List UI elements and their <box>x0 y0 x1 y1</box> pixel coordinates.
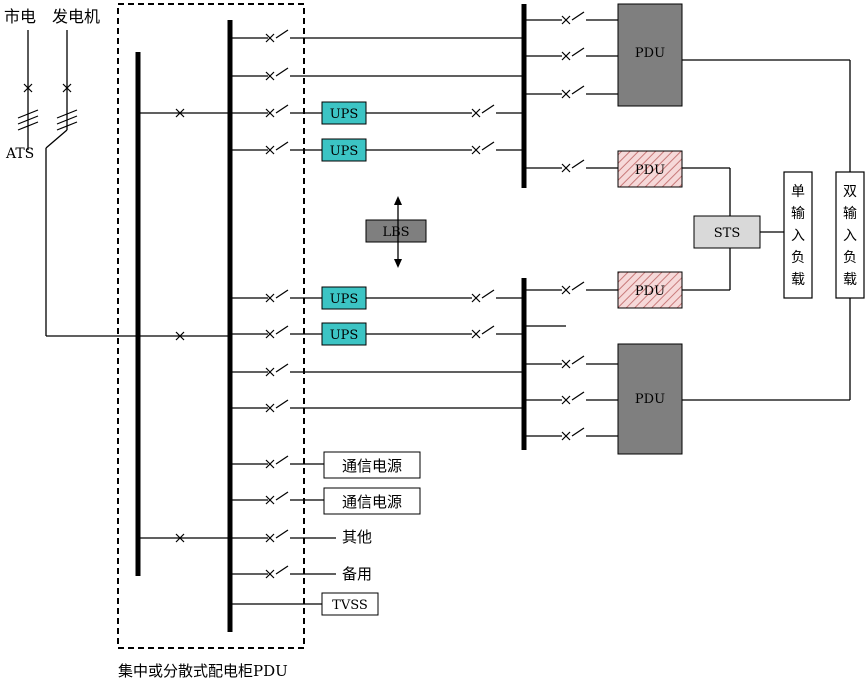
lbs-label: LBS <box>382 225 409 240</box>
arrow-down-icon <box>394 259 402 268</box>
spare-branch-label: 备用 <box>342 565 372 583</box>
telecom-power-1: 通信电源 <box>323 451 421 479</box>
ats-label: ATS <box>5 146 34 162</box>
generator-source: 发电机 <box>52 7 100 26</box>
breaker-icon <box>265 325 289 339</box>
ups-label: UPS <box>330 328 359 343</box>
breaker-icon <box>265 491 289 505</box>
other-branch-label: 其他 <box>342 528 372 546</box>
ups-label: UPS <box>330 292 359 307</box>
pdu-lower-hatched-label: PDU <box>635 284 665 299</box>
pdu-lower: PDU <box>617 343 683 455</box>
breaker-icon <box>265 104 289 118</box>
breaker-icon <box>265 529 289 543</box>
ups-label: UPS <box>330 107 359 122</box>
breaker-icon <box>265 399 289 413</box>
breaker-icon <box>561 11 585 25</box>
breaker-icon <box>265 455 289 469</box>
single-input-load: 单输入负载 <box>783 171 813 299</box>
single-input-load-label: 单输入负载 <box>791 184 805 288</box>
cabinet-caption: 集中或分散式配电柜PDU <box>118 662 288 680</box>
dual-input-load: 双输入负载 <box>682 59 865 401</box>
feeder-breakers <box>230 11 618 605</box>
ups-box: UPS <box>321 138 367 162</box>
pdu-lower-label: PDU <box>635 392 665 407</box>
breaker-icon <box>561 47 585 61</box>
breaker-icon <box>561 355 585 369</box>
ups-box: UPS <box>321 101 367 125</box>
ups-box: UPS <box>321 286 367 310</box>
breaker-icon <box>561 159 585 173</box>
bus-tie-breakers <box>138 108 230 543</box>
lbs-switch: LBS <box>365 196 427 268</box>
breaker-icon <box>561 427 585 441</box>
breaker-icon <box>265 363 289 377</box>
breaker-icon <box>265 67 289 81</box>
generator-label: 发电机 <box>52 7 100 26</box>
pdu-upper-label: PDU <box>635 46 665 61</box>
pdu-upper-hatched: PDU <box>617 150 683 188</box>
pdu-upper: PDU <box>617 3 683 107</box>
breaker-icon <box>265 29 289 43</box>
pdu-upper-hatched-label: PDU <box>635 163 665 178</box>
ats-switch: ATS <box>5 30 138 337</box>
dual-input-load-label: 双输入负载 <box>843 184 857 288</box>
sts-label: STS <box>714 226 740 241</box>
distribution-cabinet: 集中或分散式配电柜PDU <box>117 3 305 680</box>
breaker-icon <box>561 391 585 405</box>
utility-source: 市电 <box>4 7 36 26</box>
arrow-up-icon <box>394 196 402 205</box>
telecom-power-2: 通信电源 <box>323 487 421 515</box>
breaker-icon <box>471 325 495 339</box>
breaker-icon <box>265 565 289 579</box>
breaker-icon <box>471 104 495 118</box>
breaker-icon <box>471 289 495 303</box>
ups-label: UPS <box>330 144 359 159</box>
ups-box: UPS <box>321 322 367 346</box>
tvss-device: TVSS <box>321 592 379 616</box>
tvss-label: TVSS <box>332 598 368 613</box>
breaker-icon <box>561 85 585 99</box>
telecom-power-1-label: 通信电源 <box>342 457 402 475</box>
utility-label: 市电 <box>4 7 36 26</box>
breaker-icon <box>265 289 289 303</box>
sts-switch: STS <box>682 167 784 291</box>
breaker-icon <box>471 141 495 155</box>
breaker-icon <box>561 281 585 295</box>
breaker-icon <box>265 141 289 155</box>
pdu-lower-hatched: PDU <box>617 271 683 309</box>
ups-units: UPS UPS UPS UPS <box>321 101 367 346</box>
telecom-power-2-label: 通信电源 <box>342 493 402 511</box>
